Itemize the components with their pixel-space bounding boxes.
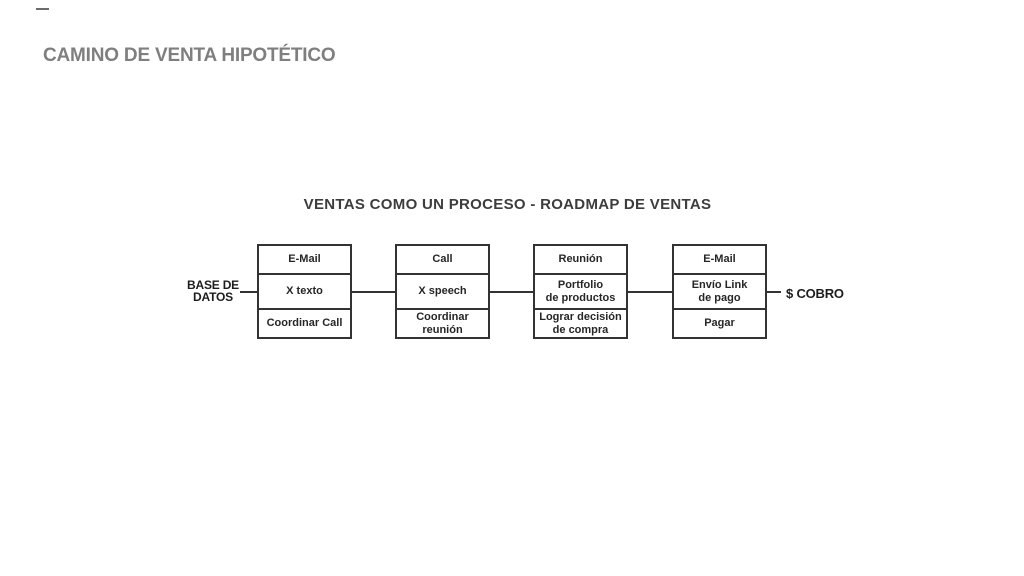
connector-box4-to-end (766, 291, 781, 293)
start-label-base-de-datos: BASE DE DATOS (184, 278, 242, 304)
flow-box-cell: Coordinar reunión (416, 311, 469, 336)
flow-box-cell: Pagar (704, 317, 735, 330)
start-label-line1: BASE DE (187, 278, 239, 292)
slide-title: CAMINO DE VENTA HIPOTÉTICO (43, 45, 336, 66)
flow-box-cell: Coordinar Call (266, 317, 343, 330)
flow-box-cell: Reunión (558, 253, 603, 266)
top-left-dash-decoration (36, 8, 49, 10)
diagram-heading: VENTAS COMO UN PROCESO - ROADMAP DE VENT… (303, 196, 712, 213)
end-label-cobro: $ COBRO (786, 286, 844, 301)
connector-box2-to-box3 (488, 291, 534, 293)
flow-box-cell: Envío Link de pago (674, 273, 765, 310)
flow-box-cell: E-Mail (288, 253, 321, 266)
flow-box-email-pago: E-Mail Envío Link de pago Pagar (672, 244, 767, 339)
flow-box-cell: Call (432, 253, 453, 266)
flow-box-cell: X texto (259, 273, 350, 310)
flow-box-email-texto: E-Mail X texto Coordinar Call (257, 244, 352, 339)
flow-box-cell: E-Mail (703, 253, 736, 266)
connector-start-to-box1 (240, 291, 258, 293)
start-label-line2: DATOS (193, 289, 233, 304)
connector-box1-to-box2 (350, 291, 396, 293)
flow-box-cell: Lograr decisión de compra (539, 311, 622, 336)
flow-box-cell: Portfolio de productos (535, 273, 626, 310)
connector-box3-to-box4 (627, 291, 673, 293)
flow-box-cell: X speech (397, 273, 488, 310)
flow-box-call-speech: Call X speech Coordinar reunión (395, 244, 490, 339)
flow-box-reunion-portfolio: Reunión Portfolio de productos Lograr de… (533, 244, 628, 339)
